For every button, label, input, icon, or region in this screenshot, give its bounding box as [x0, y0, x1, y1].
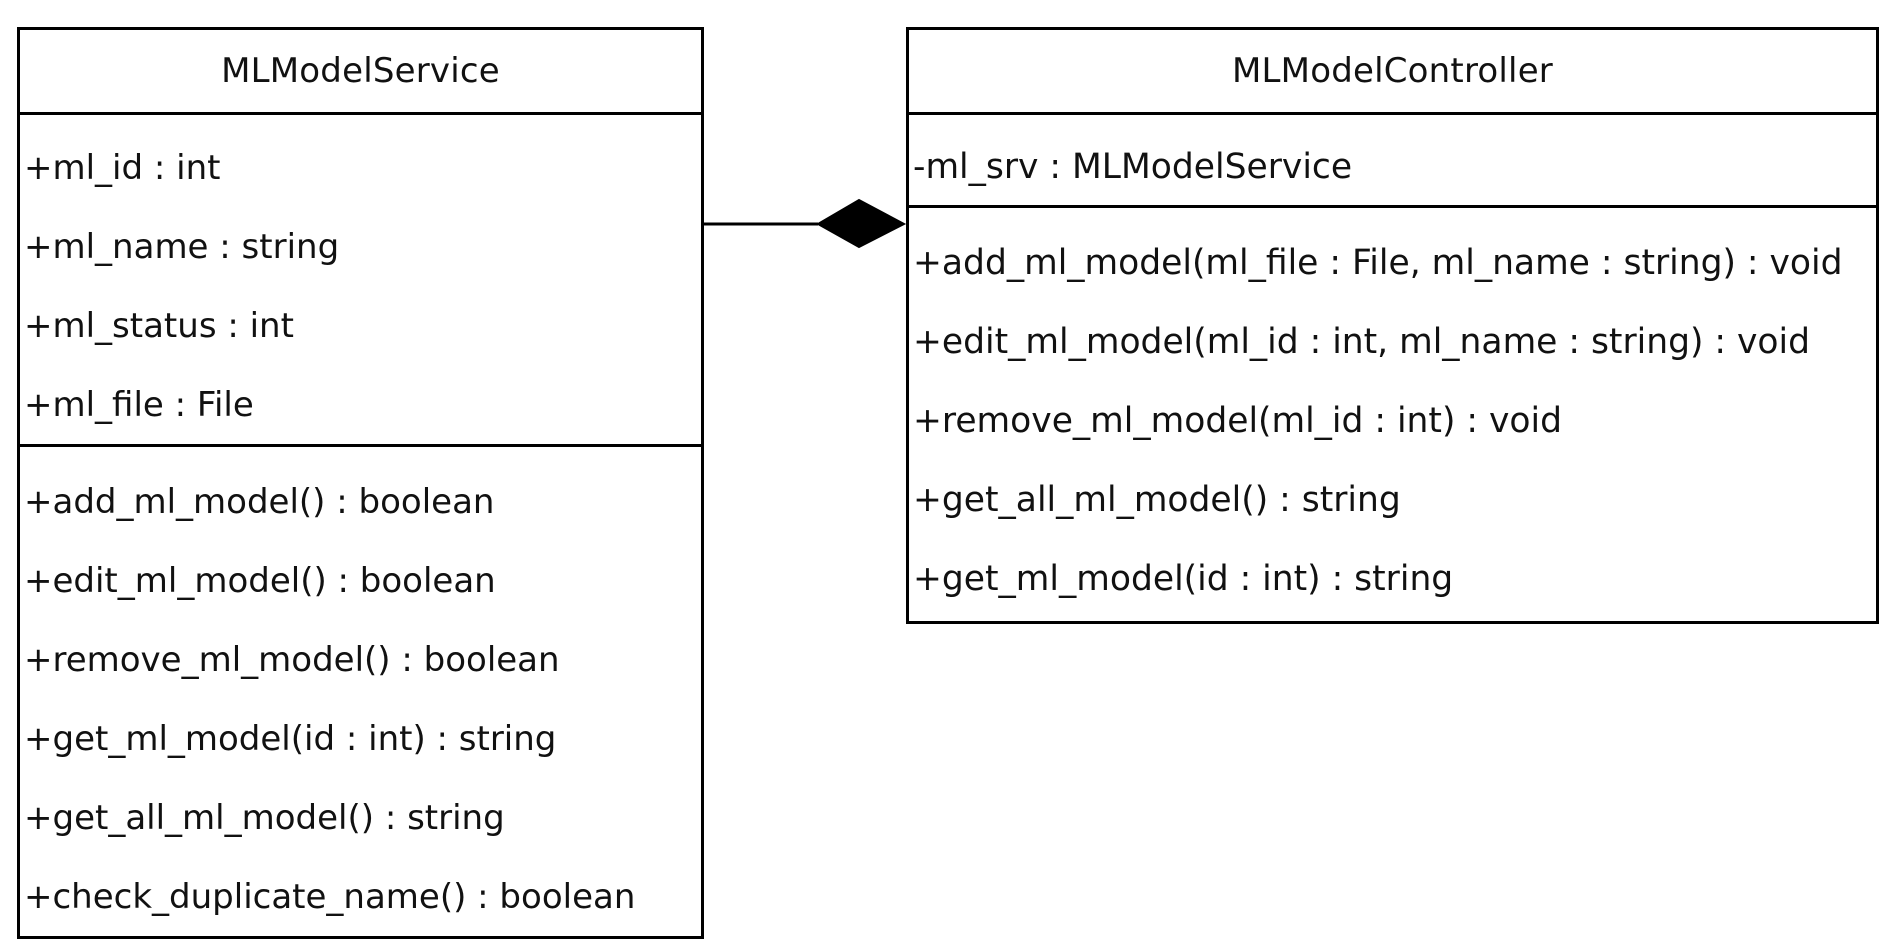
operation: +get_ml_model(id : int) : string [24, 719, 557, 759]
attribute: -ml_srv : MLModelService [913, 147, 1353, 187]
class-name: MLModelController [909, 30, 1876, 115]
operation: +add_ml_model() : boolean [24, 482, 495, 522]
operation: +edit_ml_model() : boolean [24, 561, 496, 601]
class-box-mlmodelcontroller[interactable]: MLModelController -ml_srv : MLModelServi… [906, 27, 1879, 624]
operation: +edit_ml_model(ml_id : int, ml_name : st… [913, 322, 1811, 362]
composition-diamond-icon [815, 198, 907, 249]
class-box-mlmodelservice[interactable]: MLModelService +ml_id : int +ml_name : s… [17, 27, 704, 939]
attributes-compartment: -ml_srv : MLModelService [909, 115, 1876, 208]
operation: +add_ml_model(ml_file : File, ml_name : … [913, 243, 1843, 283]
operation: +get_all_ml_model() : string [913, 480, 1401, 520]
operation: +remove_ml_model() : boolean [24, 640, 560, 680]
operations-compartment: +add_ml_model() : boolean +edit_ml_model… [20, 447, 701, 937]
operation: +get_ml_model(id : int) : string [913, 559, 1454, 599]
operation: +get_all_ml_model() : string [24, 798, 505, 838]
operation: +remove_ml_model(ml_id : int) : void [913, 401, 1562, 441]
attribute: +ml_status : int [24, 306, 294, 346]
class-name: MLModelService [20, 30, 701, 115]
attribute: +ml_name : string [24, 227, 340, 267]
attribute: +ml_id : int [24, 148, 221, 188]
operation: +check_duplicate_name() : boolean [24, 877, 636, 917]
attributes-compartment: +ml_id : int +ml_name : string +ml_statu… [20, 115, 701, 447]
attribute: +ml_file : File [24, 385, 254, 425]
operations-compartment: +add_ml_model(ml_file : File, ml_name : … [909, 208, 1876, 619]
